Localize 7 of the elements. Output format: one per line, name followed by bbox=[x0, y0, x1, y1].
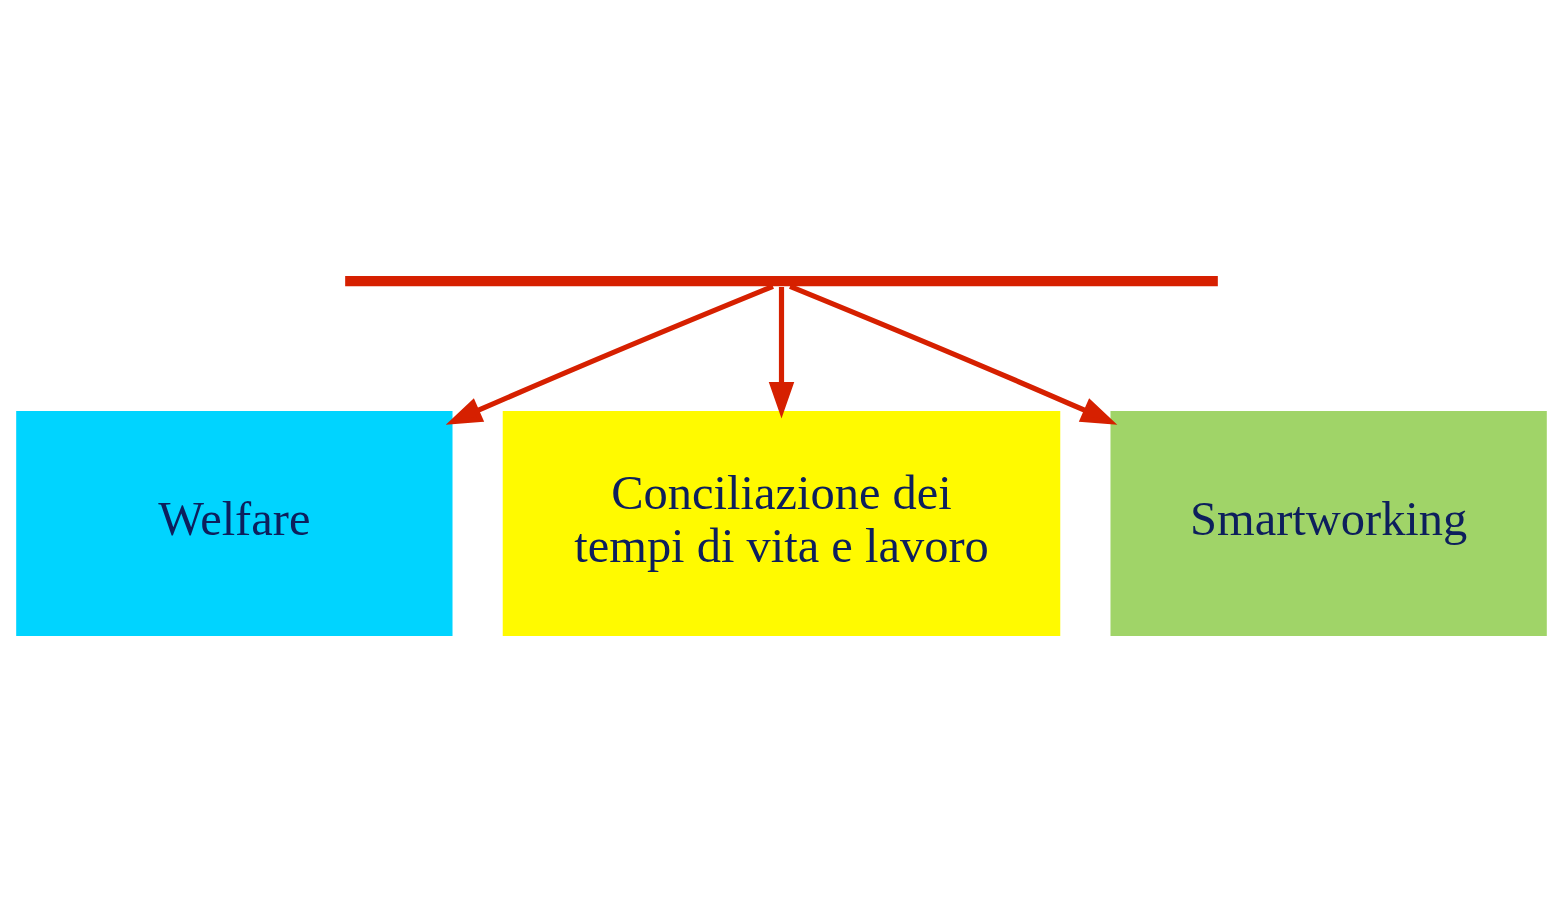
node-box: Welfare bbox=[16, 411, 453, 637]
node-box: Smartworking bbox=[1110, 411, 1547, 637]
node-box: Conciliazione dei tempi di vita e lavoro bbox=[502, 411, 1061, 637]
arrow bbox=[445, 283, 774, 425]
arrow bbox=[768, 287, 795, 419]
arrow bbox=[789, 283, 1118, 425]
node-bar bbox=[345, 275, 1218, 287]
